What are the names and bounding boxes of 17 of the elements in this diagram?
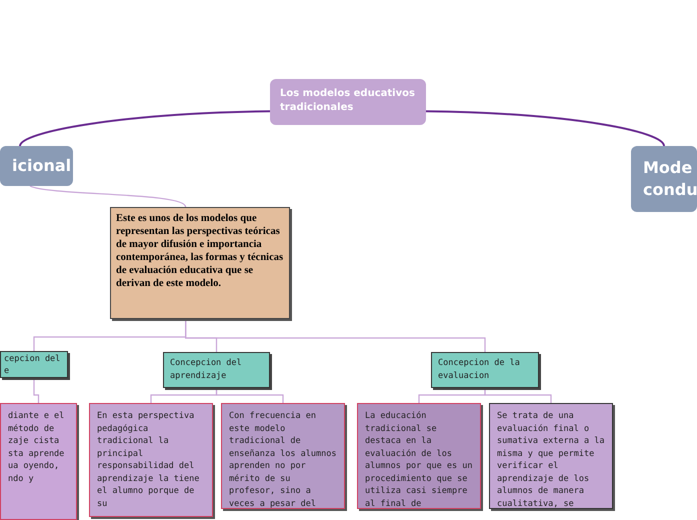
text-card: La educación tradicional se destaca en la evaluación de los alumnos por que es un procedimiento que se utiliza casi siempre al final de: [357, 403, 481, 509]
subtopic-box: Concepcion del aprendizaje: [163, 352, 270, 388]
connector-line: [19, 110, 270, 146]
connector-line: [426, 110, 665, 146]
connector-line: [185, 319, 486, 352]
main-topic-box: icional: [0, 146, 73, 186]
subtopic-box: Concepcion de la evaluacion: [431, 352, 539, 388]
subtopic-box: cepcion del e: [0, 351, 68, 378]
text-card: diante e el método de zaje cista sta aprende ua oyendo, ndo y: [0, 403, 77, 520]
note-box: Este es unos de los modelos que representan las perspectivas teóricas de mayor difusión e importancia contemporánea, las formas y técnicas de evaluación educativa que se derivan de este modelo.: [110, 207, 290, 319]
text-card: Se trata de una evaluación final o sumativa externa a la misma y que permite verificar el aprendizaje de los alumnos de manera cualitativa, se: [489, 403, 613, 509]
text-card: Con frecuencia en este modelo tradicional de enseñanza los alumnos aprenden no por mérito de su profesor, sino a veces a pesar del: [221, 403, 345, 509]
connector-line: [33, 378, 40, 403]
text-card: En esta perspectiva pedagógica tradicional la principal responsabilidad del aprendizaje la tiene el alumno porque de su: [89, 403, 213, 517]
connector-line: [30, 185, 186, 208]
main-topic-box: Mode condu: [631, 146, 697, 212]
central-topic-box: Los modelos educativos tradicionales: [270, 79, 426, 125]
